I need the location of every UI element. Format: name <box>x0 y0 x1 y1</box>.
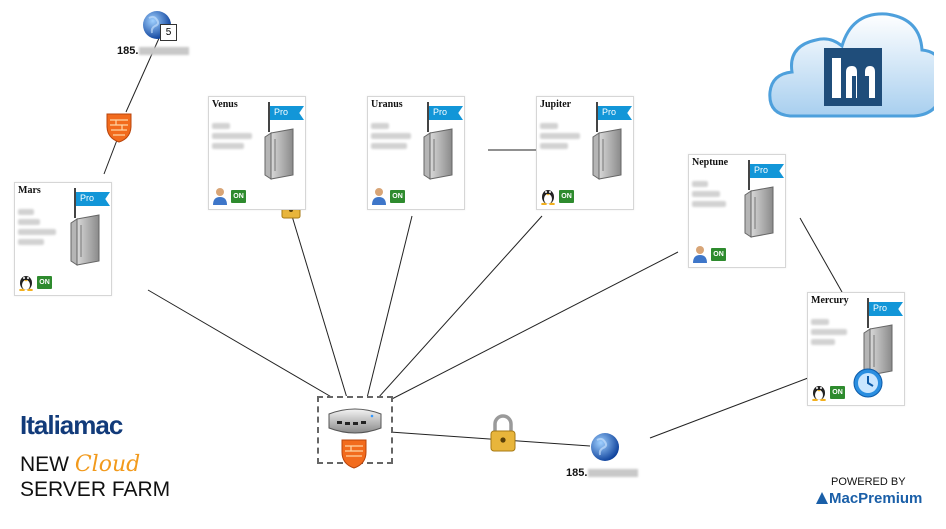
pro-badge: Pro <box>268 102 304 132</box>
redacted-info <box>692 201 726 207</box>
logo-word-new: NEW <box>20 453 69 476</box>
redacted-info <box>371 133 411 139</box>
server-tower-icon <box>863 324 893 376</box>
server-name: Uranus <box>371 99 403 110</box>
link-firewall-mars <box>103 139 118 175</box>
link-jupiter-router <box>377 215 543 399</box>
link-router-globe <box>389 431 591 447</box>
server-name: Jupiter <box>540 99 572 110</box>
pro-badge: Pro <box>427 102 463 132</box>
server-name: Neptune <box>692 157 729 168</box>
status-on-badge: ON <box>37 276 52 289</box>
redacted-info <box>18 229 56 235</box>
redacted-info <box>692 191 720 197</box>
pro-badge: Pro <box>74 188 110 218</box>
redacted-info <box>811 329 847 335</box>
server-name: Venus <box>212 99 238 110</box>
redacted-info <box>18 239 44 245</box>
server-tower-icon <box>423 128 453 180</box>
server-card-venus[interactable]: Venus Pro ON <box>208 96 306 210</box>
ip-redacted <box>139 47 190 56</box>
redacted-info <box>212 123 230 129</box>
pro-badge: Pro <box>596 102 632 132</box>
ip-redacted <box>588 469 639 478</box>
link-mars-router <box>147 289 341 403</box>
link-neptune-router <box>385 251 679 403</box>
linux-tux-icon <box>812 386 826 401</box>
status-on-badge: ON <box>711 248 726 261</box>
status-on-badge: ON <box>231 190 246 203</box>
logo-word-cloud: Cloud <box>74 452 141 477</box>
user-icon <box>693 246 707 263</box>
server-tower-icon <box>70 214 100 266</box>
redacted-info <box>811 319 829 325</box>
redacted-info <box>540 123 558 129</box>
pro-badge: Pro <box>867 298 903 328</box>
powered-by-label: POWERED BY <box>831 476 906 488</box>
time-machine-backup-icon <box>853 368 883 398</box>
link-uranus-router <box>366 215 413 399</box>
redacted-info <box>811 339 835 345</box>
status-on-badge: ON <box>830 386 845 399</box>
server-tower-icon <box>592 128 622 180</box>
pro-label: Pro <box>602 107 617 117</box>
pro-label: Pro <box>80 193 95 203</box>
link-neptune-mercury <box>799 217 843 293</box>
macpremium-text: MacPremium <box>829 490 923 507</box>
macpremium-icon <box>816 492 828 504</box>
lock-icon <box>490 414 516 452</box>
pro-badge: Pro <box>748 160 784 190</box>
logo-word-server-farm: SERVER FARM <box>20 478 171 501</box>
public-ip-top: 185. <box>117 45 190 57</box>
firewall-icon <box>341 439 367 469</box>
user-icon <box>372 188 386 205</box>
ip-count-badge: 5 <box>160 24 177 41</box>
redacted-info <box>371 123 389 129</box>
server-name: Mercury <box>811 295 849 306</box>
italiamac-logo: Italiamac <box>20 410 123 440</box>
linux-tux-icon <box>19 276 33 291</box>
firewall-icon <box>106 113 132 143</box>
server-farm-logo: NEW Cloud SERVER FARM <box>20 452 170 502</box>
redacted-info <box>540 133 580 139</box>
redacted-info <box>18 219 40 225</box>
server-card-mars[interactable]: Mars Pro ON <box>14 182 112 296</box>
macpremium-logo: MacPremium <box>815 490 922 507</box>
redacted-info <box>692 181 708 187</box>
server-tower-icon <box>744 186 774 238</box>
server-card-neptune[interactable]: Neptune Pro ON <box>688 154 786 268</box>
router-node[interactable] <box>317 396 393 469</box>
redacted-info <box>371 143 407 149</box>
server-tower-icon <box>264 128 294 180</box>
pro-label: Pro <box>754 165 769 175</box>
server-card-jupiter[interactable]: Jupiter Pro ON <box>536 96 634 210</box>
status-on-badge: ON <box>559 190 574 203</box>
pro-label: Pro <box>433 107 448 117</box>
pro-label: Pro <box>873 303 888 313</box>
globe-icon[interactable] <box>588 430 622 464</box>
router-icon <box>328 408 382 434</box>
link-venus-router <box>291 215 348 399</box>
server-name: Mars <box>18 185 41 196</box>
server-card-uranus[interactable]: Uranus Pro ON <box>367 96 465 210</box>
redacted-info <box>212 133 252 139</box>
public-ip-bottom: 185. <box>566 467 639 479</box>
status-on-badge: ON <box>390 190 405 203</box>
redacted-info <box>540 143 568 149</box>
linux-tux-icon <box>541 190 555 205</box>
server-card-mercury[interactable]: Mercury Pro ON <box>807 292 905 406</box>
redacted-info <box>18 209 34 215</box>
ip-prefix: 185. <box>566 467 588 479</box>
redacted-info <box>212 143 244 149</box>
cloud-logo-icon <box>768 12 934 118</box>
link-globe-mercury <box>649 377 809 439</box>
user-icon <box>213 188 227 205</box>
pro-label: Pro <box>274 107 289 117</box>
ip-prefix: 185. <box>117 45 139 57</box>
